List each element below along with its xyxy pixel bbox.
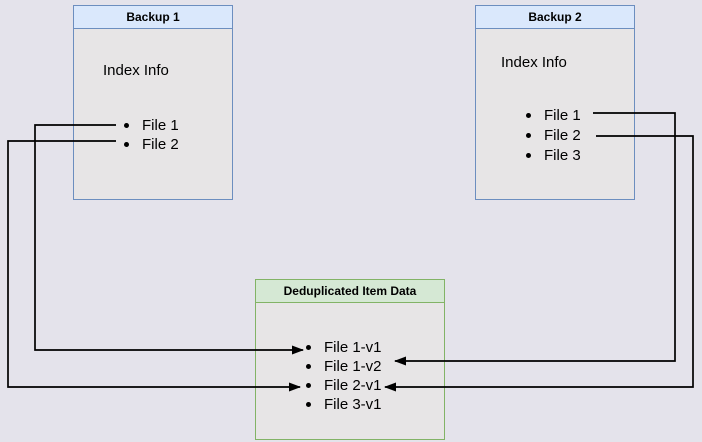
list-item: File 1-v2 [306,357,382,376]
dedup-item-list: File 1-v1 File 1-v2 File 2-v1 File 3-v1 [306,338,382,414]
list-item: File 3 [526,145,581,165]
list-item: File 2-v1 [306,376,382,395]
backup2-file1-label: File 1 [544,107,581,125]
backup2-subtitle: Index Info [501,54,567,71]
backup2-file3-label: File 3 [544,146,581,164]
backup1-box: Backup 1 Index Info File 1 File 2 [73,5,233,200]
bullet-icon [526,113,531,119]
backup2-file-list: File 1 File 2 File 3 [526,106,581,165]
dedup-title: Deduplicated Item Data [256,280,444,303]
list-item: File 3-v1 [306,395,382,414]
bullet-icon [526,152,531,158]
backup1-file-list: File 1 File 2 [124,116,179,154]
bullet-icon [526,133,531,139]
backup1-file1-label: File 1 [142,117,179,134]
backup2-file2-label: File 2 [544,127,581,145]
list-item: File 1 [124,116,179,135]
dedup-file1v1-label: File 1-v1 [324,339,382,356]
backup2-box: Backup 2 Index Info File 1 File 2 File 3 [475,5,635,200]
bullet-icon [306,402,311,407]
bullet-icon [124,123,129,128]
bullet-icon [124,142,129,147]
list-item: File 1-v1 [306,338,382,357]
list-item: File 2 [124,135,179,154]
backup1-title: Backup 1 [74,6,232,29]
backup2-title: Backup 2 [476,6,634,29]
bullet-icon [306,345,311,350]
dedup-file3v1-label: File 3-v1 [324,396,382,413]
backup1-subtitle: Index Info [103,62,169,79]
dedup-file1v2-label: File 1-v2 [324,358,382,375]
list-item: File 1 [526,106,581,126]
backup1-file2-label: File 2 [142,136,179,153]
bullet-icon [306,364,311,369]
dedup-file2v1-label: File 2-v1 [324,377,382,394]
list-item: File 2 [526,126,581,146]
bullet-icon [306,383,311,388]
dedup-box: Deduplicated Item Data File 1-v1 File 1-… [255,279,445,440]
